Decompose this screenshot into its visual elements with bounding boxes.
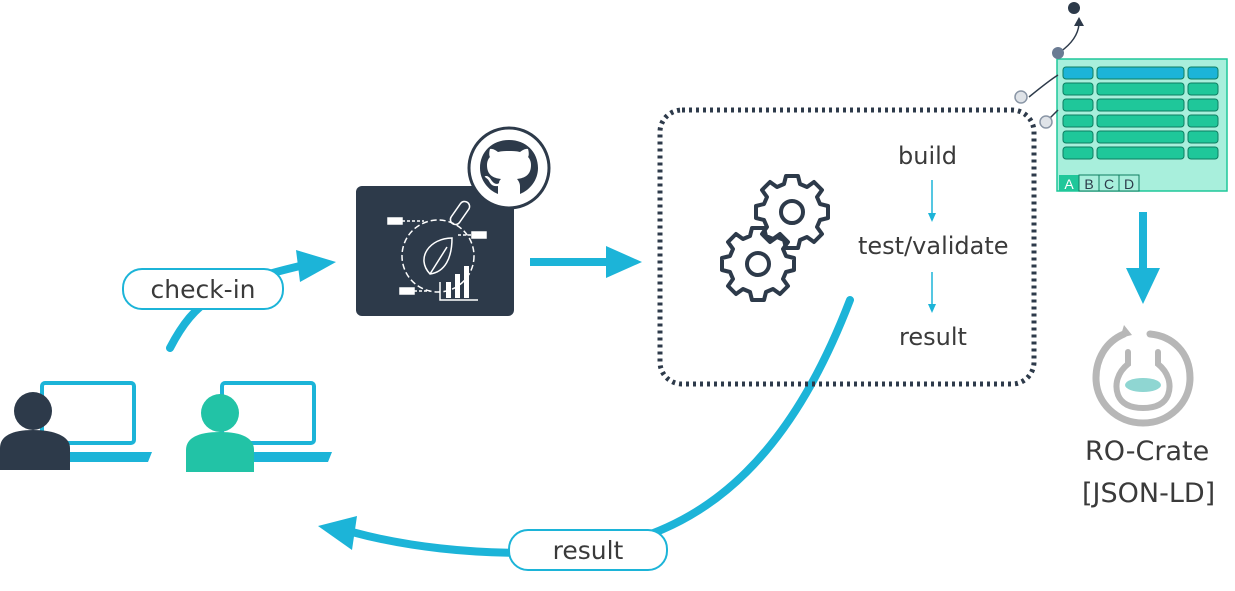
result-feedback-label: result: [508, 529, 668, 571]
rocrate-format: [JSON-LD]: [1082, 478, 1216, 509]
ci-pipeline-box: [657, 107, 1037, 387]
user-teal-icon: [186, 381, 332, 472]
build-step-label: build: [898, 142, 958, 170]
rocrate-title: RO-Crate: [1085, 436, 1210, 467]
linked-data-nodes: [1014, 2, 1084, 129]
gears-icon: [720, 174, 830, 302]
ro-crate-logo-icon: [1092, 325, 1194, 427]
user-dark-icon: [0, 381, 152, 470]
workflow-tool-panel: [356, 186, 514, 316]
spreadsheet-icon: A B C D: [1056, 58, 1228, 192]
result-feedback-arrow: [318, 296, 854, 557]
table-to-rocrate-arrow: [1126, 212, 1160, 304]
sheet-tab-b: B: [1084, 176, 1093, 192]
test-to-result-arrow: [928, 272, 936, 313]
github-icon: [467, 126, 551, 210]
build-to-test-arrow: [928, 180, 936, 222]
result-step-label: result: [899, 323, 967, 351]
check-in-label: check-in: [122, 268, 284, 310]
sheet-tab-c: C: [1104, 176, 1114, 192]
sheet-tab-a: A: [1064, 176, 1074, 192]
tool-to-ci-arrow: [530, 246, 642, 278]
test-validate-step-label: test/validate: [858, 232, 1009, 260]
sheet-tab-d: D: [1124, 176, 1134, 192]
